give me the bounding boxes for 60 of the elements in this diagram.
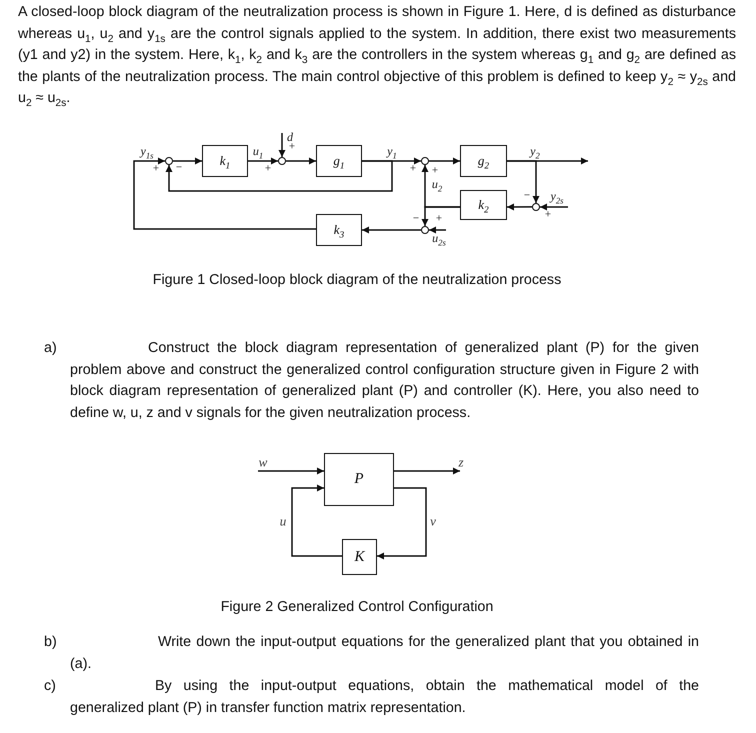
arrow xyxy=(248,158,278,164)
signal-label: d xyxy=(287,131,293,143)
summing-junction xyxy=(421,157,429,165)
item-marker: b) xyxy=(44,633,58,652)
arrow xyxy=(166,160,393,192)
arrow xyxy=(291,484,342,557)
signal-label: y$_{2}$ xyxy=(530,145,540,157)
paragraph: A closed-loop block diagram of the neutralization process is shown in Figure 1. Here, d is defined as disturbance whereas u$_{1}$, u$_{2}$ and y$_{1s}$ are the control signals applied to the system. In addition, there exist two measurements (y1 and y2) in the system. Here, k$_{1}$, k$_{2}$ and k$_{3}$ are the controllers in the system whereas g$_{1}$ and g$_{2}$ are defined as the plants of the neutralization process. The main control objective of this problem is defined to keep y$_{2}$ ≈ y$_{2s}$ and u$_{2}$ ≈ u$_{2s}$. xyxy=(18,3,736,110)
block: P xyxy=(324,453,394,506)
signal-label: u xyxy=(280,514,286,528)
arrow xyxy=(507,203,532,210)
signal-label: z xyxy=(458,456,464,468)
summing-junction xyxy=(278,157,286,165)
arrow xyxy=(377,487,427,560)
question-text: By using the input-output equations, obtain the mathematical model of the generalized plant (P) in transfer function matrix representation. xyxy=(70,677,699,718)
block: k$_{3}$ xyxy=(316,214,362,246)
item-marker: a) xyxy=(44,339,58,358)
arrow xyxy=(394,468,460,474)
sign-label: + xyxy=(432,166,438,176)
block: k$_{1}$ xyxy=(202,145,248,177)
sign-label: + xyxy=(410,164,416,174)
summing-junction xyxy=(165,157,173,165)
question-text: Construct the block diagram representation of generalized plant (P) for the given problem above and construct the generalized control configuration structure given in Figure 2 with block diagram representation of generalized plant (P) and controller (K). Here, you also need to define w, u, z and v signals for the given neutralization process. xyxy=(70,339,699,422)
sign-label: − xyxy=(524,190,530,202)
sign-label: + xyxy=(544,210,552,220)
figure-caption: Figure 2 Generalized Control Configuration xyxy=(220,599,494,615)
sign-label: + xyxy=(436,214,442,224)
arrow xyxy=(133,158,316,230)
block: g$_{1}$ xyxy=(316,145,362,177)
block: g$_{2}$ xyxy=(460,145,507,177)
signal-label: w xyxy=(258,456,268,468)
figure-caption: Figure 1 Closed-loop block diagram of the neutralization process xyxy=(152,272,562,288)
arrow xyxy=(540,204,568,210)
sign-label: + xyxy=(152,164,160,174)
sign-label: − xyxy=(412,214,420,224)
block: k$_{2}$ xyxy=(460,190,507,220)
signal-label: u$_{1}$ xyxy=(252,145,264,157)
arrow xyxy=(258,468,324,474)
arrow xyxy=(422,206,460,226)
arrow xyxy=(286,158,316,164)
sign-label: − xyxy=(176,162,182,174)
signal-label: u$_{2}$ xyxy=(432,178,442,190)
arrow xyxy=(507,160,540,203)
sign-label: + xyxy=(288,142,296,152)
signal-label: y$_{2s}$ xyxy=(550,190,564,202)
summing-junction xyxy=(532,203,540,211)
block: K xyxy=(342,539,377,575)
arrow xyxy=(362,226,421,234)
signal-label: y$_{1}$ xyxy=(387,145,397,157)
arrow xyxy=(278,133,286,157)
sign-label: + xyxy=(264,164,272,174)
arrow xyxy=(429,158,460,164)
arrow xyxy=(429,226,446,234)
arrow xyxy=(173,158,202,164)
signal-label: v xyxy=(430,514,436,528)
signal-label: y$_{1s}$ xyxy=(140,145,154,157)
question-text: Write down the input-output equations for the generalized plant that you obtained in (a). xyxy=(70,633,699,674)
summing-junction xyxy=(421,226,429,234)
item-marker: c) xyxy=(44,677,57,696)
signal-label: u$_{2s}$ xyxy=(432,232,446,244)
